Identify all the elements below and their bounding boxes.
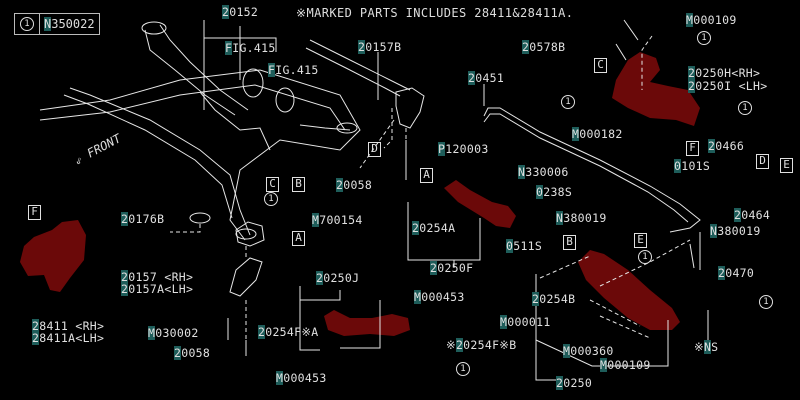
upper-arm-highlight[interactable]	[612, 52, 700, 126]
callout-box-f: F	[28, 205, 41, 220]
subframe	[39, 21, 361, 356]
part-label-28411a[interactable]: 28411A<LH>	[32, 331, 105, 345]
lateral-link-f-highlight[interactable]	[444, 180, 516, 228]
part-label-20466[interactable]: 20466	[708, 139, 745, 153]
callout-box-a: A	[292, 231, 305, 246]
part-label-20157a[interactable]: 20157A<LH>	[121, 282, 194, 296]
part-label-m000109[interactable]: M000109	[600, 358, 651, 372]
part-label-m000360[interactable]: M000360	[563, 344, 614, 358]
callout-box-e: E	[780, 158, 793, 173]
part-label-ns[interactable]: ※NS	[694, 340, 719, 354]
part-label-20250i[interactable]: 20250I <LH>	[688, 79, 768, 93]
part-label-m000182[interactable]: M000182	[572, 127, 623, 141]
part-label-20058[interactable]: 20058	[336, 178, 373, 192]
part-label-m000011[interactable]: M000011	[500, 315, 551, 329]
callout-box-d: D	[368, 142, 381, 157]
callout-box-d: D	[756, 154, 769, 169]
callout-box-b: B	[292, 177, 305, 192]
callout-box-b: B	[563, 235, 576, 250]
part-label-20464[interactable]: 20464	[734, 208, 771, 222]
part-label-20157[interactable]: 20157 <RH>	[121, 270, 194, 284]
part-label-20176b[interactable]: 20176B	[121, 212, 165, 226]
part-label-28411[interactable]: 28411 <RH>	[32, 319, 105, 333]
part-label-20250[interactable]: 20250	[556, 376, 593, 390]
part-label-20254a[interactable]: 20254A	[412, 221, 456, 235]
part-label-20152[interactable]: 20152	[222, 5, 259, 19]
part-label-m030002[interactable]: M030002	[148, 326, 199, 340]
part-label-20470[interactable]: 20470	[718, 266, 755, 280]
marked-parts-note: ※MARKED PARTS INCLUDES 28411&28411A.	[296, 6, 574, 20]
callout-box-c: C	[594, 58, 607, 73]
part-label-fig415[interactable]: FIG.415	[225, 41, 276, 55]
circle-ref-icon: 1	[759, 295, 773, 309]
circle-ref-icon: 1	[697, 31, 711, 45]
callout-box-f: F	[686, 141, 699, 156]
lower-arm-highlight[interactable]	[578, 250, 680, 330]
circle-ref-icon: 1	[264, 192, 278, 206]
part-label-20250h[interactable]: 20250H<RH>	[688, 66, 761, 80]
part-label-m000453[interactable]: M000453	[414, 290, 465, 304]
part-label-20254b[interactable]: 20254B	[532, 292, 576, 306]
reference-part[interactable]: N350022	[40, 17, 99, 31]
part-label-20254f-b[interactable]: ※20254F※B	[446, 338, 517, 352]
callout-box-c: C	[266, 177, 279, 192]
part-label-0511s[interactable]: 0511S	[506, 239, 543, 253]
circle-ref-icon: 1	[20, 17, 34, 31]
reference-part-number: N350022	[44, 17, 95, 31]
circle-ref-icon: 1	[561, 95, 575, 109]
circle-ref-icon: 1	[456, 362, 470, 376]
part-label-20058[interactable]: 20058	[174, 346, 211, 360]
callout-box-a: A	[420, 168, 433, 183]
bracket-20157b	[305, 39, 425, 180]
part-label-0101s[interactable]: 0101S	[674, 159, 711, 173]
part-label-20578b[interactable]: 20578B	[522, 40, 566, 54]
knuckle-highlight[interactable]	[20, 220, 86, 292]
part-label-n380019[interactable]: N380019	[710, 224, 761, 238]
part-label-m000453[interactable]: M000453	[276, 371, 327, 385]
part-label-0238s[interactable]: 0238S	[536, 185, 573, 199]
part-label-fig415[interactable]: FIG.415	[268, 63, 319, 77]
callout-box-e: E	[634, 233, 647, 248]
part-label-n380019[interactable]: N380019	[556, 211, 607, 225]
part-label-n330006[interactable]: N330006	[518, 165, 569, 179]
reference-box: 1 N350022	[14, 13, 100, 35]
part-label-m700154[interactable]: M700154	[312, 213, 363, 227]
part-label-m000109[interactable]: M000109	[686, 13, 737, 27]
part-label-p120003[interactable]: P120003	[438, 142, 489, 156]
circle-ref-icon: 1	[738, 101, 752, 115]
stabilizer-bar	[483, 107, 701, 287]
part-label-20250j[interactable]: 20250J	[316, 271, 360, 285]
part-label-20254f-a[interactable]: 20254F※A	[258, 325, 319, 339]
part-label-20451[interactable]: 20451	[468, 71, 505, 85]
part-label-20157b[interactable]: 20157B	[358, 40, 402, 54]
part-label-20250f[interactable]: 20250F	[430, 261, 474, 275]
lateral-link-j-highlight[interactable]	[324, 310, 410, 336]
circle-ref-icon: 1	[638, 250, 652, 264]
